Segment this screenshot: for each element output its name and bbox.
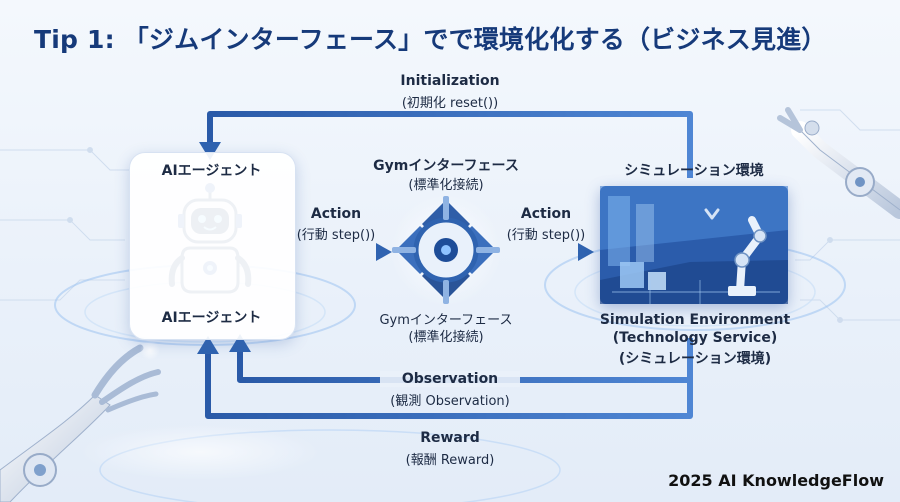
gym-top-sublabel: (標準化接続) <box>408 178 484 193</box>
gym-bottom-sublabel: (標準化接続) <box>408 330 484 345</box>
gym-interface-icon <box>390 194 502 306</box>
gym-bottom-label: Gymインターフェース <box>379 313 513 328</box>
circuit-background <box>0 109 900 323</box>
light-swirl-bottom <box>80 424 561 502</box>
action-left-label: Action <box>310 206 362 222</box>
simulation-frame <box>600 186 788 304</box>
agent-caption: AIエージェント <box>161 310 262 326</box>
page-title: Tip 1: 「ジムインターフェース」でで環境化化する（ビジネス見進） <box>34 25 827 54</box>
robot-arm-right-icon <box>777 107 900 219</box>
observation-arrow-head <box>229 334 251 352</box>
simulation-caption-3: (シミュレーション環境) <box>618 351 772 367</box>
observation-label: Observation <box>380 371 520 387</box>
agent-title: AIエージェント <box>161 163 262 179</box>
initialization-label: Initialization <box>400 73 500 89</box>
action-left-arrow-head <box>376 243 392 261</box>
initialization-arrow-head <box>199 142 221 160</box>
reward-label: Reward <box>420 430 480 446</box>
reward-arrow <box>205 352 693 419</box>
gym-top-label: Gymインターフェース <box>373 158 519 174</box>
simulation-scene <box>600 186 788 304</box>
action-right-label: Action <box>520 206 572 222</box>
initialization-arrow <box>207 111 693 178</box>
observation-sublabel: (観測 Observation) <box>390 394 510 409</box>
agent-card <box>129 152 296 340</box>
simulation-title: シミュレーション環境 <box>624 163 764 179</box>
initialization-sublabel: (初期化 reset()) <box>401 96 499 111</box>
reward-sublabel: (報酬 Reward) <box>405 453 495 468</box>
simulation-caption-2: (Technology Service) <box>612 330 778 346</box>
action-right-sublabel: (行動 step()) <box>506 228 586 243</box>
action-left-sublabel: (行動 step()) <box>296 228 376 243</box>
footer-credit: 2025 AI KnowledgeFlow <box>668 471 884 490</box>
robot-hand-left-icon <box>0 340 161 502</box>
simulation-caption-1: Simulation Environment <box>599 312 791 328</box>
reward-arrow-head <box>197 336 219 354</box>
action-right-arrow-head <box>578 243 594 261</box>
